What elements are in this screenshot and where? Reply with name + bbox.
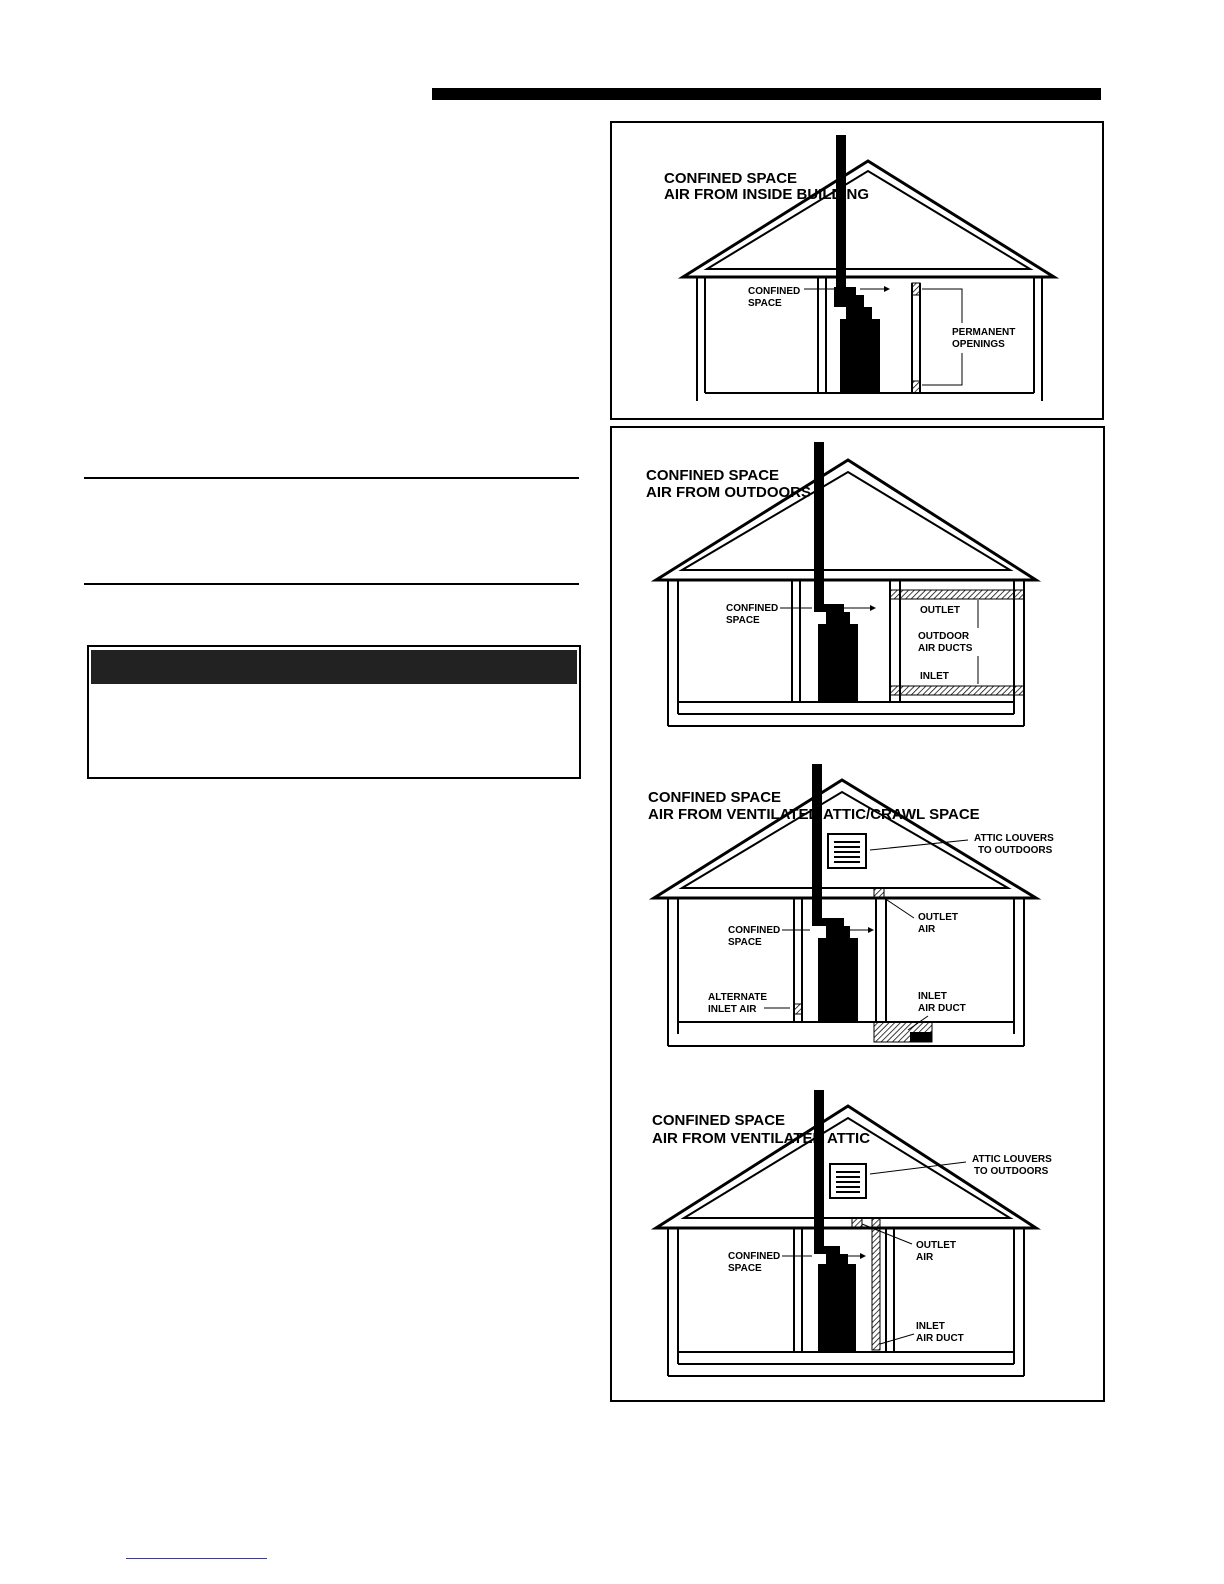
label-alternate-1: ALTERNATE [708, 992, 767, 1003]
label-confined-1: CONFINED [726, 603, 778, 614]
figure-title-line2: AIR FROM VENTILATED ATTIC [652, 1130, 870, 1147]
label-inlet-1: INLET [918, 991, 947, 1002]
diagrams-outdoor-and-attic: CONFINED SPACE AIR FROM OUTDOORS CONFINE… [646, 442, 1054, 1377]
warning-header-bar [91, 650, 577, 684]
figure-title-line1: CONFINED SPACE [648, 789, 781, 806]
attic-louver [827, 833, 867, 869]
label-inlet-1: INLET [916, 1321, 945, 1332]
attic-louver [829, 1163, 867, 1199]
footer-link-underline [126, 1558, 267, 1559]
label-louvers-1: ATTIC LOUVERS [972, 1154, 1052, 1165]
label-confined-2: SPACE [728, 937, 762, 948]
figure-panel-outdoor-attic: CONFINED SPACE AIR FROM OUTDOORS CONFINE… [610, 426, 1105, 1402]
section-rule-bottom [84, 583, 579, 585]
label-permanent-1: PERMANENT [952, 327, 1015, 338]
label-ducts-2: AIR DUCTS [918, 643, 973, 654]
figure-title-line1: CONFINED SPACE [652, 1112, 785, 1129]
label-outlet-1: OUTLET [916, 1240, 956, 1251]
label-alternate-2: INLET AIR [708, 1004, 757, 1015]
label-louvers-2: TO OUTDOORS [974, 1166, 1049, 1177]
diagram-attic-crawl-space: CONFINED SPACE AIR FROM VENTILATED ATTIC… [648, 764, 1054, 1047]
label-inlet-2: AIR DUCT [918, 1003, 966, 1014]
figure-panel-inside-building: CONFINED SPACE AIR FROM INSIDE BUILDING … [610, 121, 1104, 420]
label-confined-1: CONFINED [748, 286, 800, 297]
figure-title-line2: AIR FROM INSIDE BUILDING [664, 186, 869, 203]
label-confined-2: SPACE [728, 1263, 762, 1274]
label-outlet-1: OUTLET [918, 912, 958, 923]
label-outlet-2: AIR [918, 924, 936, 935]
label-permanent-2: OPENINGS [952, 339, 1005, 350]
diagram-air-from-outdoors: CONFINED SPACE AIR FROM OUTDOORS CONFINE… [646, 442, 1042, 727]
label-inlet-2: AIR DUCT [916, 1333, 964, 1344]
section-rule-top [84, 477, 579, 479]
label-outlet: OUTLET [920, 605, 960, 616]
label-confined-1: CONFINED [728, 1251, 780, 1262]
label-confined-1: CONFINED [728, 925, 780, 936]
label-ducts-1: OUTDOOR [918, 631, 970, 642]
label-outlet-2: AIR [916, 1252, 934, 1263]
label-confined-2: SPACE [748, 298, 782, 309]
flue-pipe [836, 135, 846, 287]
label-louvers-1: ATTIC LOUVERS [974, 833, 1054, 844]
figure-title-line2: AIR FROM OUTDOORS [646, 484, 811, 501]
figure-title-line2: AIR FROM VENTILATED ATTIC/CRAWL SPACE [648, 806, 980, 823]
figure-title-line1: CONFINED SPACE [664, 170, 797, 187]
water-heater [840, 307, 880, 393]
diagram-ventilated-attic: CONFINED SPACE AIR FROM VENTILATED ATTIC… [650, 1090, 1052, 1377]
warning-box [87, 645, 581, 779]
label-confined-2: SPACE [726, 615, 760, 626]
label-inlet: INLET [920, 671, 949, 682]
diagram-inside-building: CONFINED SPACE AIR FROM INSIDE BUILDING … [664, 135, 1060, 401]
header-rule [432, 88, 1101, 100]
label-louvers-2: TO OUTDOORS [978, 845, 1053, 856]
figure-title-line1: CONFINED SPACE [646, 467, 779, 484]
